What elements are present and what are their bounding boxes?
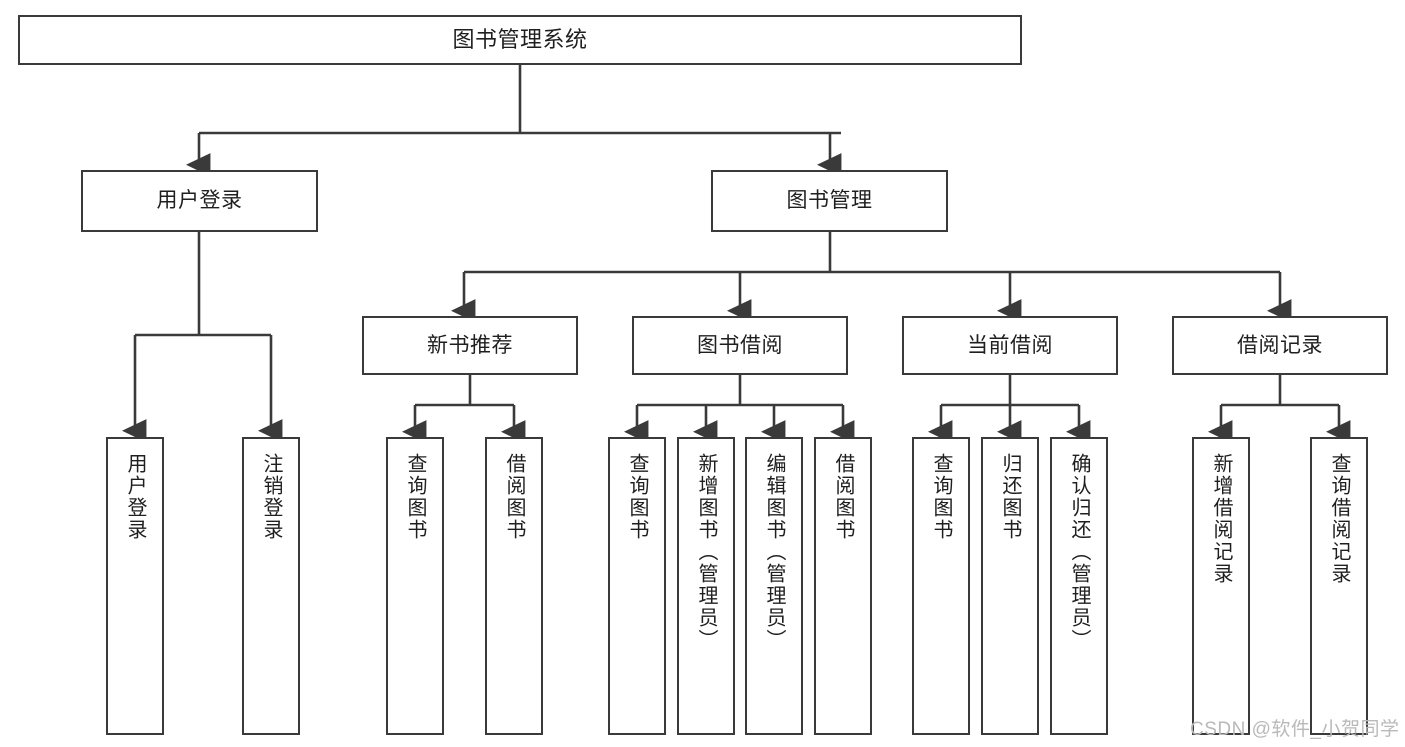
node-leaf-borrow-book-1[interactable]: 借阅图书: [485, 437, 543, 735]
node-leaf-confirm-return-label: 确认归还（管理员）: [1068, 453, 1090, 651]
node-user-login[interactable]: 用户登录: [81, 170, 318, 232]
node-new-book-rec[interactable]: 新书推荐: [362, 316, 578, 375]
node-root[interactable]: 图书管理系统: [18, 15, 1022, 65]
node-leaf-query-record-label: 查询借阅记录: [1328, 453, 1350, 585]
node-book-manage-label: 图书管理: [786, 189, 873, 213]
node-leaf-borrow-book-2[interactable]: 借阅图书: [814, 437, 872, 735]
node-leaf-add-book-label: 新增图书（管理员）: [695, 453, 717, 651]
node-book-borrow[interactable]: 图书借阅: [632, 316, 848, 375]
node-current-borrow[interactable]: 当前借阅: [902, 316, 1118, 375]
node-leaf-confirm-return[interactable]: 确认归还（管理员）: [1050, 437, 1108, 735]
node-book-borrow-label: 图书借阅: [697, 333, 783, 357]
node-leaf-user-logout[interactable]: 注销登录: [242, 437, 300, 735]
node-leaf-edit-book-label: 编辑图书（管理员）: [763, 453, 785, 651]
node-borrow-record-label: 借阅记录: [1237, 333, 1323, 357]
node-leaf-borrow-book-2-label: 借阅图书: [832, 453, 854, 541]
node-leaf-query-book-3[interactable]: 查询图书: [912, 437, 970, 735]
node-user-login-label: 用户登录: [156, 189, 243, 213]
csdn-watermark: CSDN @软件_小贺同学: [1190, 719, 1400, 740]
node-leaf-query-book-2-label: 查询图书: [626, 453, 648, 541]
node-leaf-query-book-2[interactable]: 查询图书: [608, 437, 666, 735]
node-leaf-query-book-1[interactable]: 查询图书: [386, 437, 444, 735]
node-new-book-rec-label: 新书推荐: [427, 333, 513, 357]
node-leaf-user-logout-label: 注销登录: [260, 453, 282, 541]
node-leaf-user-login-label: 用户登录: [124, 453, 146, 541]
node-book-manage[interactable]: 图书管理: [711, 170, 948, 232]
node-leaf-return-book-label: 归还图书: [999, 453, 1021, 541]
node-leaf-return-book[interactable]: 归还图书: [981, 437, 1039, 735]
node-leaf-add-book[interactable]: 新增图书（管理员）: [677, 437, 735, 735]
node-leaf-query-book-3-label: 查询图书: [930, 453, 952, 541]
node-current-borrow-label: 当前借阅: [967, 333, 1053, 357]
node-leaf-query-record[interactable]: 查询借阅记录: [1310, 437, 1368, 735]
node-leaf-query-book-1-label: 查询图书: [404, 453, 426, 541]
node-borrow-record[interactable]: 借阅记录: [1172, 316, 1388, 375]
node-leaf-borrow-book-1-label: 借阅图书: [503, 453, 525, 541]
node-leaf-user-login[interactable]: 用户登录: [106, 437, 164, 735]
node-leaf-edit-book[interactable]: 编辑图书（管理员）: [745, 437, 803, 735]
node-leaf-add-record[interactable]: 新增借阅记录: [1192, 437, 1250, 735]
node-leaf-add-record-label: 新增借阅记录: [1210, 453, 1232, 585]
node-root-label: 图书管理系统: [452, 26, 588, 52]
